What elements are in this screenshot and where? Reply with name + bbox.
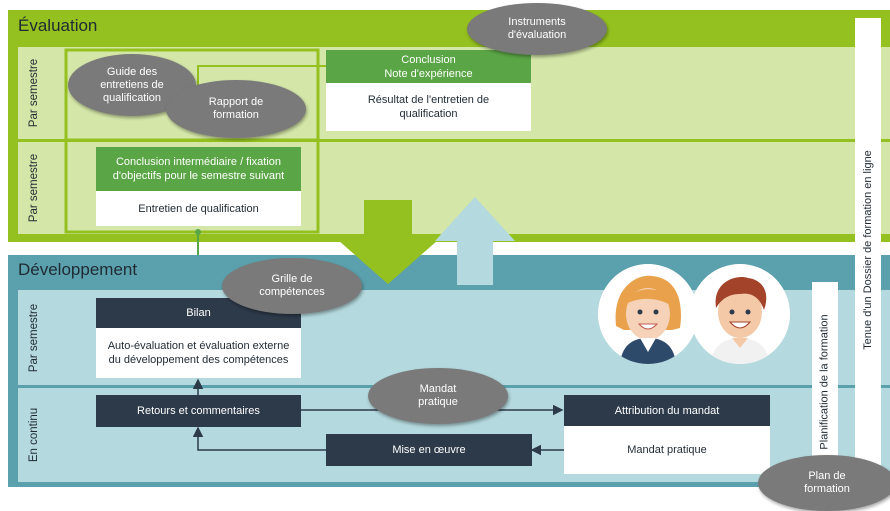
evaluation-row2-label: Par semestre bbox=[28, 153, 41, 223]
developpement-row1-label: Par semestre bbox=[28, 303, 41, 372]
guide-oval: Guide des entretiens de qualification bbox=[68, 54, 196, 116]
attribution-header: Attribution du mandat bbox=[564, 395, 770, 426]
mandat-oval: Mandat pratique bbox=[368, 368, 508, 424]
attribution-body: Mandat pratique bbox=[564, 426, 770, 474]
developpement-title: Développement bbox=[18, 260, 138, 279]
rapport-oval: Rapport de formation bbox=[166, 80, 306, 138]
developpement-row2-label: En continu bbox=[28, 407, 41, 463]
evaluation-title: Évaluation bbox=[18, 16, 98, 35]
planification-bar: Planification de la formation bbox=[812, 282, 838, 482]
intermediate-header: Conclusion intermédiaire / fixation d'ob… bbox=[96, 147, 301, 191]
intermediate-body: Entretien de qualification bbox=[96, 191, 301, 226]
tenue-bar: Tenue d'un Dossier de formation en ligne bbox=[855, 18, 881, 482]
bilan-body: Auto-évaluation et évaluation externe du… bbox=[96, 328, 301, 378]
conclusion-body: Résultat de l'entretien de qualification bbox=[326, 83, 531, 131]
conclusion-header: Conclusion Note d'expérience bbox=[326, 50, 531, 83]
retours-box: Retours et commentaires bbox=[96, 395, 301, 427]
mise-box: Mise en œuvre bbox=[326, 434, 532, 466]
plan-oval: Plan de formation bbox=[758, 455, 890, 511]
woman-avatar-icon bbox=[598, 264, 698, 364]
man-avatar-icon bbox=[690, 264, 790, 364]
arrow-down-icon bbox=[338, 200, 438, 284]
instruments-oval: Instruments d'évaluation bbox=[467, 3, 607, 55]
arrow-up-icon bbox=[435, 197, 515, 285]
grille-oval: Grille de compétences bbox=[222, 258, 362, 314]
evaluation-row1-label: Par semestre bbox=[28, 58, 41, 128]
